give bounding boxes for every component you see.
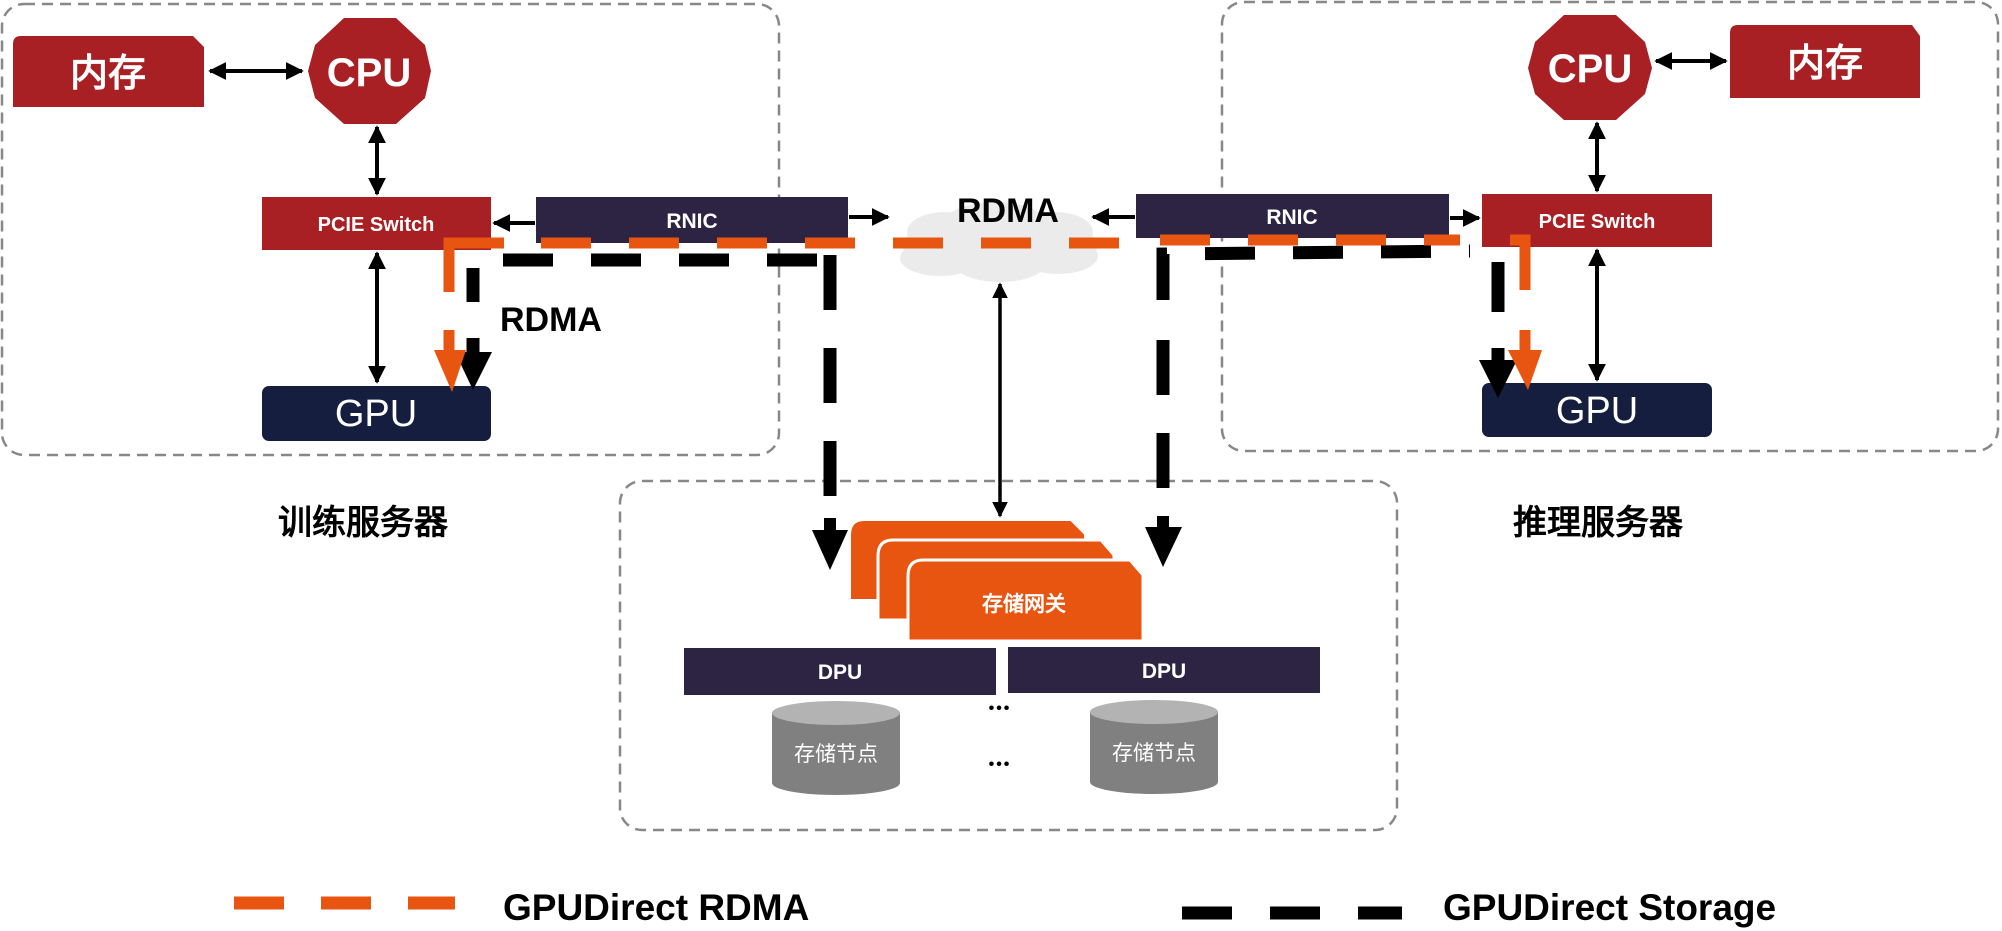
cpu-octagon-right: CPU — [1528, 15, 1652, 120]
gds-stub-right-storage — [1157, 516, 1169, 530]
memory-block-left: 内存 — [13, 36, 204, 107]
inference-server-caption: 推理服务器 — [1513, 504, 1684, 542]
dpu-label: DPU — [1142, 660, 1186, 683]
gdr-arrowhead-right-gpu — [1508, 350, 1542, 390]
storage-node-left: 存储节点 — [772, 701, 900, 795]
storage-gateway-stack: 存储网关 — [849, 519, 1145, 643]
gds-arrowhead-right-gpu — [1479, 360, 1517, 398]
dpu-left: DPU — [684, 648, 996, 695]
legend-gpudirect-rdma: GPUDirect RDMA — [234, 887, 809, 928]
gpu-right: GPU — [1482, 383, 1712, 437]
gdr-arrowhead-left-gpu — [434, 350, 466, 392]
gds-stub-left-storage — [824, 518, 836, 532]
gpudirect-rdma-path — [443, 234, 1531, 352]
storage-cluster-container — [618, 479, 1399, 832]
training-server-caption: 训练服务器 — [278, 504, 449, 542]
rnic-label: RNIC — [666, 210, 717, 233]
rnic-left: RNIC — [536, 197, 848, 243]
pcie-switch-label: PCIE Switch — [1539, 211, 1656, 233]
rnic-label: RNIC — [1266, 206, 1317, 229]
dpu-label: DPU — [818, 661, 862, 684]
inference-server-container — [1220, 0, 2000, 453]
training-server-container — [0, 2, 781, 457]
ellipsis-bottom: ••• — [989, 756, 1012, 773]
gpu-left: GPU — [262, 386, 491, 441]
gpudirect-storage-path — [466, 244, 1505, 520]
storage-node-label: 存储节点 — [1112, 741, 1196, 765]
legend-label: GPUDirect Storage — [1443, 887, 1776, 928]
gds-arrowhead-left-storage — [812, 530, 848, 570]
ellipsis-top: ••• — [989, 700, 1012, 717]
gds-arrowhead-right-storage — [1145, 527, 1182, 567]
legend-gpudirect-storage: GPUDirect Storage — [1182, 887, 1776, 928]
gpu-label: GPU — [335, 393, 417, 435]
memory-label: 内存 — [70, 53, 146, 95]
memory-label: 内存 — [1787, 43, 1863, 85]
storage-gateway-label: 存储网关 — [982, 592, 1066, 616]
gpu-label: GPU — [1556, 390, 1638, 432]
dpu-right: DPU — [1008, 647, 1320, 693]
rdma-network-label: RDMA — [957, 192, 1059, 230]
memory-block-right: 内存 — [1730, 25, 1920, 98]
gds-arrowhead-left-gpu — [455, 352, 492, 390]
rnic-right: RNIC — [1136, 194, 1449, 238]
storage-node-label: 存储节点 — [794, 742, 878, 766]
rdma-label-left: RDMA — [500, 301, 602, 339]
storage-node-right: 存储节点 — [1090, 700, 1218, 794]
cpu-label: CPU — [1548, 47, 1632, 91]
pcie-switch-label: PCIE Switch — [318, 214, 435, 236]
legend-label: GPUDirect RDMA — [503, 887, 809, 928]
cpu-octagon-left: CPU — [308, 18, 431, 124]
cpu-label: CPU — [327, 51, 411, 95]
